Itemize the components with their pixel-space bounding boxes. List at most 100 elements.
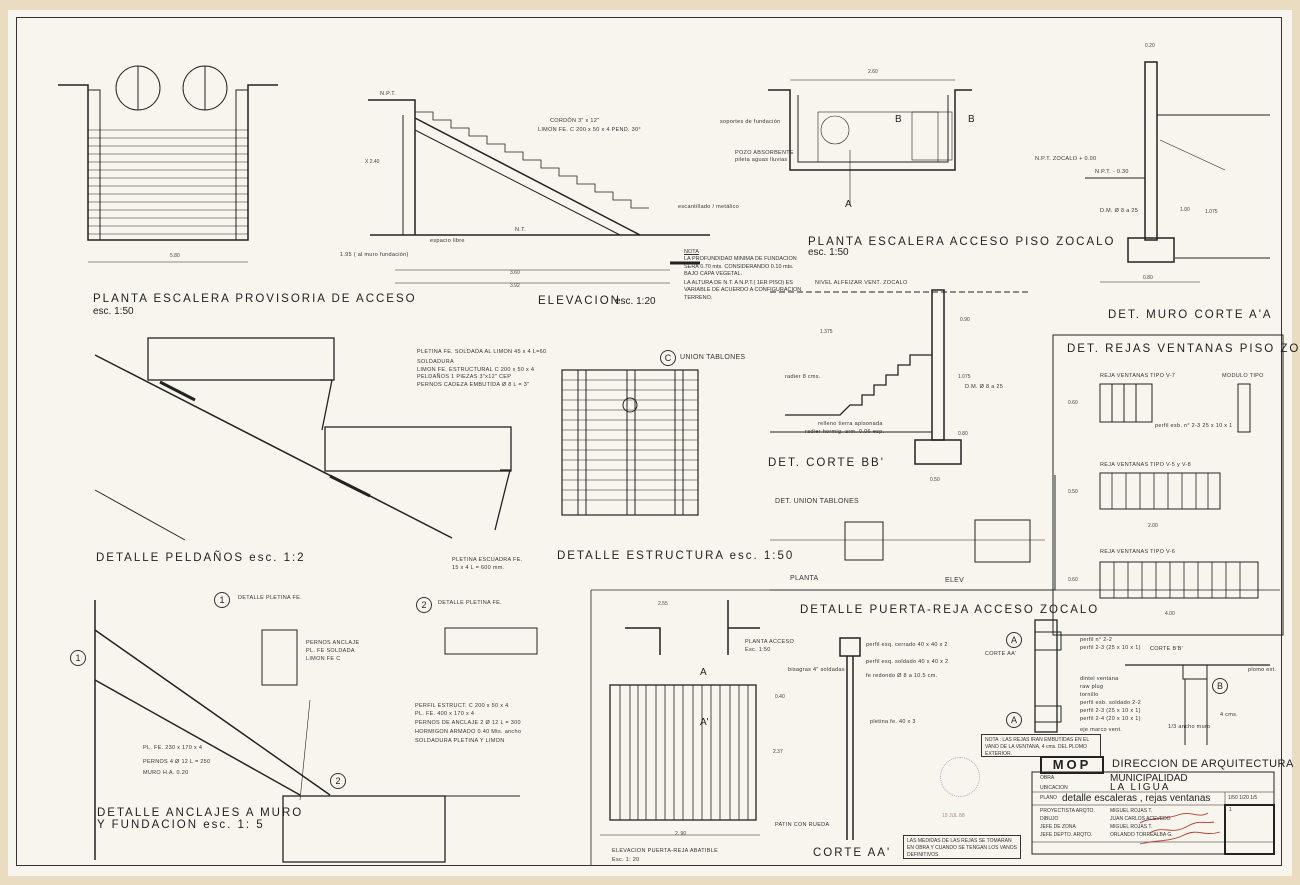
- marker-2-anclaje: 2: [330, 773, 346, 789]
- escala-value: 1/50 1/20 1/5: [1228, 795, 1258, 801]
- marker-c: C: [660, 350, 676, 366]
- label-pletina-soldada: PLETINA FE. SOLDADA AL LIMON 45 x 4 L=60: [417, 349, 547, 355]
- label-nivel-alfeizar: NIVEL ALFEIZAR VENT. ZOCALO: [815, 280, 908, 286]
- label-perfil-2-3b: perfil 2-3 (25 x 10 x 1): [1080, 708, 1141, 714]
- dim-050: 0.50: [930, 477, 940, 483]
- dim-240: X 2.40: [365, 159, 380, 165]
- label-bisagras: bisagras 4" soldadas: [788, 667, 845, 673]
- obra-label: OBRA: [1040, 775, 1055, 781]
- label-perfil-2-4: perfil 2-4 (20 x 10 x 1): [1080, 716, 1141, 722]
- credit-row: JEFE DEPTO. ARQTO.ORLANDO TORREALBA G.: [1040, 833, 1173, 841]
- title-det-rejas: DET. REJAS VENTANAS PISO ZOCALO: [1067, 343, 1300, 355]
- dim-060-rejas: 0.60: [1068, 577, 1078, 583]
- title-modulo-tipo: MODULO TIPO: [1222, 373, 1264, 379]
- det-corte-bb-drawing: [770, 289, 1030, 465]
- ubicacion-value: LA LIGUA: [1110, 782, 1171, 793]
- sheet-number: 1: [1229, 807, 1232, 813]
- label-espacio-libre: espacio libre: [430, 238, 465, 244]
- nota-rejas: NOTA : LAS REJAS IRAN EMBUTIDAS EN EL VA…: [981, 734, 1101, 757]
- paper: [8, 10, 1292, 876]
- label-4-cms: 4 cms.: [1220, 712, 1238, 718]
- credit-row: PROYECTISTA ARQTO.MIGUEL ROJAS T.: [1040, 809, 1173, 817]
- drawing-frame: [16, 17, 1282, 866]
- label-ancho-muro: 1/3 ancho muro: [1168, 724, 1211, 730]
- title-pletina-2: DETALLE PLETINA FE.: [438, 600, 502, 606]
- label-perfil-estruct: PERFIL ESTRUCT. C 200 x 50 x 4: [415, 703, 509, 709]
- label-pernos: PERNOS CADEZA EMBUTIDA Ø 8 L = 3": [417, 382, 530, 388]
- title-detalle-anclajes-2: Y FUNDACION esc. 1: 5: [97, 819, 265, 831]
- label-limon-elev: LIMON FE. C 200 x 50 x 4 PEND. 30°: [538, 127, 641, 133]
- label-soldadura: SOLDADURA: [417, 359, 454, 365]
- label-perfil-esb-2-3: perfil esb. n° 2-3 25 x 10 x 1: [1155, 423, 1233, 429]
- marker-b-planta-2: B: [968, 114, 975, 125]
- label-muro-fundacion: 1.95 ( al muro fundación): [340, 252, 409, 258]
- label-radier-hormigon: radier hormig. arm. 0.06 esp.: [805, 429, 885, 435]
- title-elevacion-puerta: ELEVACION PUERTA-REJA ABATIBLE: [612, 848, 719, 854]
- label-limon-fe-c: LIMON FE C: [306, 656, 341, 662]
- label-npt: N.P.T.: [380, 91, 397, 97]
- title-detalle-estructura: DETALLE ESTRUCTURA esc. 1:50: [557, 550, 795, 562]
- plano-value: detalle escaleras , rejas ventanas: [1062, 793, 1211, 804]
- title-det-union-tablones: DET. UNION TABLONES: [775, 498, 860, 505]
- label-escantillado: escantillado / metálico: [678, 204, 740, 210]
- marker-b-planta: B: [895, 114, 902, 125]
- label-dm-25: D.M. Ø 8 a 25: [965, 384, 1004, 390]
- nota-title: NOTA: [684, 249, 699, 255]
- marker-1-anclaje: 1: [70, 650, 86, 666]
- dim-020: 0.20: [1145, 43, 1155, 49]
- label-elev: ELEV: [945, 577, 965, 584]
- credit-name: ORLANDO TORREALBA G.: [1110, 832, 1173, 838]
- label-cordon: CORDÓN 3" x 12": [550, 118, 600, 124]
- label-perfil-soldado: perfil esb. soldado 2-2: [1080, 700, 1142, 706]
- scale-elevacion: esc. 1:20: [615, 296, 656, 307]
- dim-050-rejas: 0.50: [1068, 489, 1078, 495]
- scale-planta-provisoria: esc. 1:50: [93, 306, 134, 317]
- label-hormigon-armado: HORMIGON ARMADO 0.40 Mts. ancho: [415, 729, 522, 735]
- label-planta: PLANTA: [790, 575, 819, 582]
- label-tornillo: tornillo: [1080, 692, 1099, 698]
- nota-altura: LA ALTURA DE N.T. A N.P.T.( 1ER PISO) ES…: [684, 280, 802, 301]
- title-pletina-1: DETALLE PLETINA FE.: [238, 595, 302, 601]
- marker-1: 1: [214, 592, 230, 608]
- credit-name: JUAN CARLOS ACEVEDO: [1110, 816, 1171, 822]
- label-radier: radier 8 cms.: [785, 374, 821, 380]
- dim-255: 2.55: [658, 601, 668, 607]
- label-pletina-escuadra: PLETINA ESCUADRA FE.: [452, 557, 523, 563]
- title-detalle-anclajes-1: DETALLE ANCLAJES A MURO: [97, 807, 304, 819]
- planta-zocalo-drawing: [768, 79, 972, 205]
- title-reja-v5: REJA VENTANAS TIPO V-5 y V-8: [1100, 462, 1192, 468]
- label-pletina-escuadra-dim: 15 x 4 L = 600 mm.: [452, 565, 505, 571]
- label-perfil-2-2: perfil n° 2-2: [1080, 637, 1113, 643]
- det-union-tablones-drawing: [770, 475, 1056, 591]
- dim-400: 4.00: [1165, 611, 1175, 617]
- puerta-reja-drawing: [590, 589, 1280, 865]
- label-npt-030: N.P.T. - 0.30: [1095, 169, 1129, 175]
- dim-090: 0.90: [960, 317, 970, 323]
- elevacion-drawing: [368, 99, 710, 284]
- marker-a-prime-puerta: A': [700, 717, 709, 728]
- dim-080-muro: 0.80: [1143, 275, 1153, 281]
- label-raw-plug: raw plug: [1080, 684, 1104, 690]
- title-planta-zocalo: PLANTA ESCALERA ACCESO PISO ZOCALO: [808, 236, 1116, 248]
- title-corte-aa-small: CORTE AA': [985, 651, 1017, 657]
- dim-040: 0.40: [775, 694, 785, 700]
- label-pletina-fe: pletina fe. 40 x 3: [870, 719, 916, 725]
- dim-1075: 1.075: [958, 374, 971, 380]
- dim-260: 2.60: [868, 69, 878, 75]
- title-reja-v7: REJA VENTANAS TIPO V-7: [1100, 373, 1176, 379]
- label-peldanos: PELDAÑOS 1 PIEZAS 3"x12" CEP: [417, 374, 512, 380]
- dim-580: 5.80: [170, 253, 180, 259]
- label-pozo: POZO ABSORBENTE: [735, 150, 794, 156]
- nota-medidas: LAS MEDIDAS DE LAS REJAS SE TOMARAN EN O…: [903, 835, 1021, 859]
- planta-provisoria-drawing: [58, 65, 278, 263]
- label-pernos-anclaje-2: PERNOS DE ANCLAJE 2 Ø 12 L = 300: [415, 720, 521, 726]
- credit-role: JEFE DE ZONA: [1040, 824, 1076, 830]
- plano-label: PLANO: [1040, 795, 1057, 801]
- label-pl-fe-soldada: PL. FE SOLDADA: [306, 648, 355, 654]
- marker-a-bottom: A: [1006, 712, 1022, 728]
- title-detalle-peldanos: DETALLE PELDAÑOS esc. 1:2: [96, 552, 306, 564]
- detalle-estructura-drawing: [561, 369, 699, 516]
